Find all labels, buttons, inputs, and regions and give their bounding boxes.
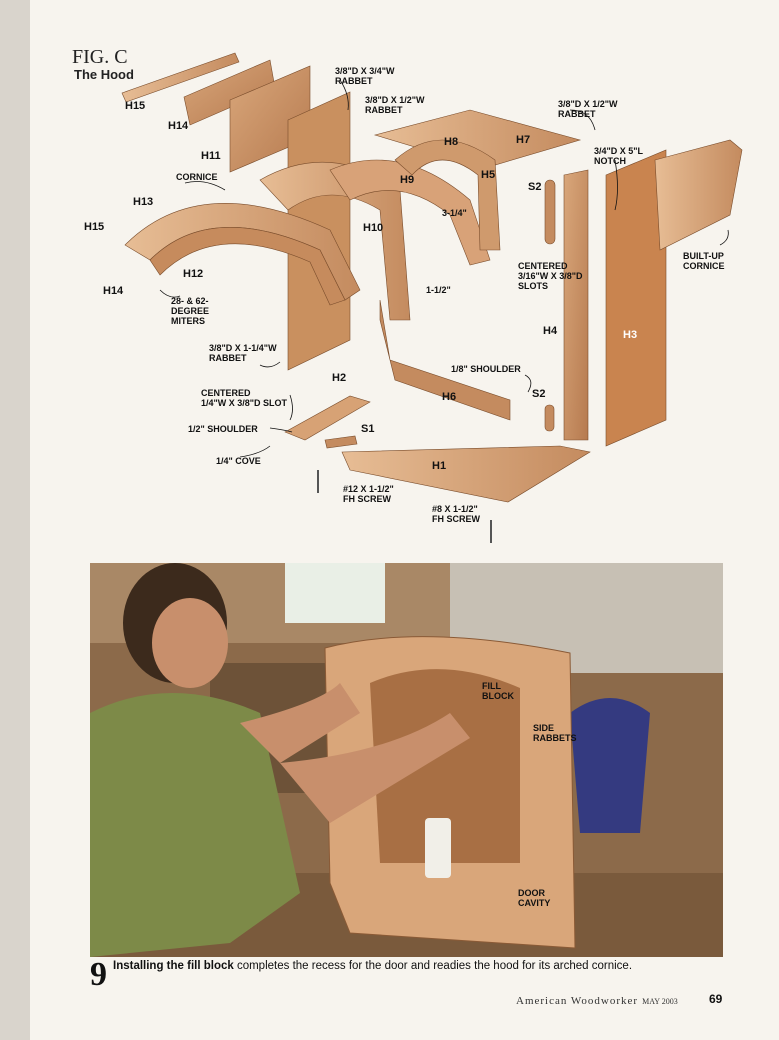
part-label-h10: H10 (363, 222, 384, 234)
callout-centered-slots: CENTERED 3/16"W X 3/8"D SLOTS (518, 261, 583, 291)
callout-centered-slot: CENTERED 1/4"W X 3/8"D SLOT (201, 388, 288, 408)
issue-date: MAY 2003 (642, 997, 678, 1006)
callout-rabbet-1-2: 3/8"D X 1/2"W RABBET (365, 95, 425, 115)
callout-rabbet-1-2-right: 3/8"D X 1/2"W RABBET (558, 99, 618, 119)
callout-cornice: CORNICE (176, 172, 218, 182)
part-label-h9: H9 (400, 174, 415, 186)
exploded-diagram: FIG. C The Hood H15 H14 H11 H13 H15 H12 … (30, 0, 779, 560)
part-label-h12: H12 (183, 268, 204, 280)
part-label-h14b: H14 (103, 285, 124, 297)
part-label-h15b: H15 (84, 221, 105, 233)
magazine-name: American Woodworker (516, 995, 639, 1007)
caption-number: 9 (90, 956, 107, 993)
figure-title: FIG. C (72, 46, 128, 68)
part-label-s2b: S2 (532, 388, 546, 400)
callout-rabbet-1-1-4: 3/8"D X 1-1/4"W RABBET (209, 343, 277, 363)
part-label-h15: H15 (125, 100, 146, 112)
hood-exploded-drawing (121, 52, 743, 543)
callout-notch: 3/4"D X 5"L NOTCH (594, 146, 644, 166)
caption-text: completes the recess for the door and re… (233, 960, 633, 972)
photo-caption: 9 Installing the fill block completes th… (90, 956, 730, 993)
part-label-h14: H14 (168, 120, 189, 132)
callout-1-2-shoulder: 1/2" SHOULDER (188, 424, 258, 434)
page-number: 69 (709, 992, 723, 1006)
part-label-h8: H8 (444, 136, 459, 148)
part-label-h5: H5 (481, 169, 496, 181)
part-label-h4: H4 (543, 325, 558, 337)
workshop-photo: FILL BLOCK SIDE RABBETS DOOR CAVITY (90, 563, 723, 957)
part-label-h3: H3 (623, 329, 638, 341)
photo-label-fill-block: FILL BLOCK (482, 681, 514, 701)
part-label-s1: S1 (361, 423, 375, 435)
callout-rabbet-3-4: 3/8"D X 3/4"W RABBET (335, 66, 395, 86)
photo-label-side-rabbets: SIDE RABBETS (533, 723, 577, 743)
part-label-h11: H11 (201, 150, 221, 162)
part-label-h6: H6 (442, 391, 457, 403)
part-label-h1: H1 (432, 460, 447, 472)
part-label-h2: H2 (332, 372, 347, 384)
magazine-page: FIG. C The Hood H15 H14 H11 H13 H15 H12 … (30, 0, 779, 1040)
caption-lead: Installing the fill block (113, 960, 234, 972)
callout-1-1-2: 1-1/2" (426, 285, 451, 295)
part-label-s2: S2 (528, 181, 542, 193)
part-label-h7: H7 (516, 134, 531, 146)
photo-label-door-cavity: DOOR CAVITY (518, 888, 551, 908)
photo-illustration (90, 563, 723, 957)
callout-1-8-shoulder: 1/8" SHOULDER (451, 364, 521, 374)
callout-12-screw: #12 X 1-1/2" FH SCREW (343, 484, 394, 504)
callout-built-up-cornice: BUILT-UP CORNICE (683, 251, 725, 271)
figure-subtitle: The Hood (74, 67, 134, 82)
callout-8-screw: #8 X 1-1/2" FH SCREW (432, 504, 480, 524)
callout-3-1-4: 3-1/4" (442, 208, 467, 218)
callout-1-4-cove: 1/4" COVE (216, 456, 261, 466)
callout-miters: 28- & 62- DEGREE MITERS (171, 296, 210, 326)
part-label-h13: H13 (133, 196, 154, 208)
